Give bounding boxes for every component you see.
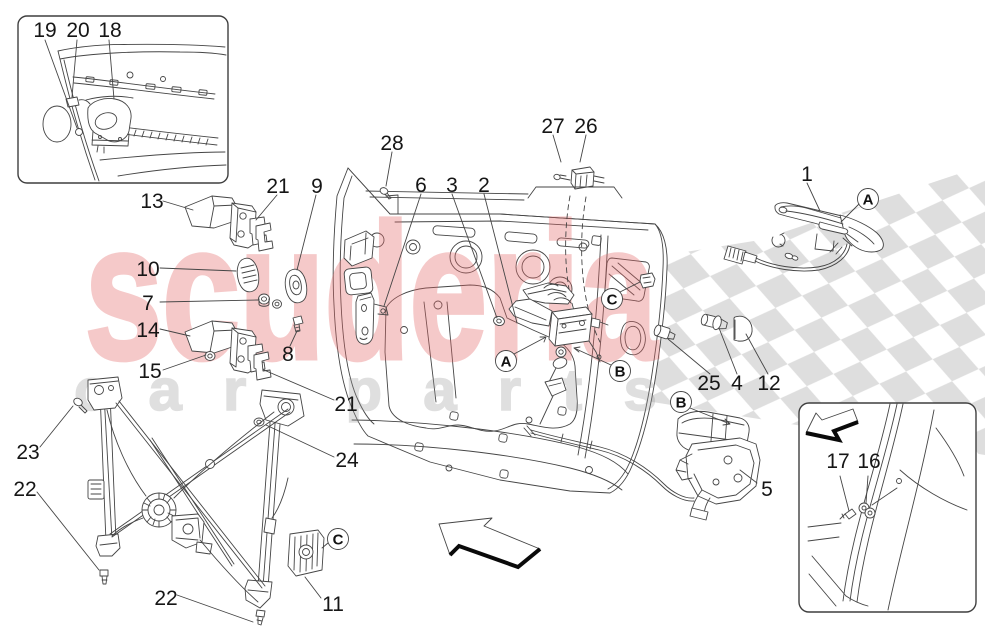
svg-text:25: 25 bbox=[697, 372, 720, 395]
svg-text:B: B bbox=[615, 364, 626, 381]
svg-text:1: 1 bbox=[801, 163, 813, 186]
svg-text:C: C bbox=[607, 292, 618, 309]
svg-text:5: 5 bbox=[761, 478, 773, 501]
svg-text:4: 4 bbox=[731, 372, 743, 395]
svg-text:10: 10 bbox=[136, 258, 159, 281]
svg-text:22: 22 bbox=[13, 478, 36, 501]
svg-text:B: B bbox=[676, 395, 687, 412]
svg-text:18: 18 bbox=[98, 19, 121, 42]
svg-text:22: 22 bbox=[154, 587, 177, 610]
svg-text:19: 19 bbox=[33, 19, 56, 42]
svg-text:17: 17 bbox=[826, 450, 849, 473]
svg-text:12: 12 bbox=[757, 372, 780, 395]
svg-text:21: 21 bbox=[266, 175, 289, 198]
svg-text:car parts: car parts bbox=[74, 358, 698, 423]
svg-text:3: 3 bbox=[446, 174, 458, 197]
svg-text:24: 24 bbox=[335, 449, 359, 472]
svg-text:21: 21 bbox=[334, 393, 357, 416]
svg-text:9: 9 bbox=[311, 175, 323, 198]
svg-text:6: 6 bbox=[415, 174, 427, 197]
svg-text:8: 8 bbox=[282, 343, 294, 366]
svg-text:14: 14 bbox=[136, 319, 160, 342]
svg-text:16: 16 bbox=[857, 450, 880, 473]
svg-text:C: C bbox=[333, 532, 344, 549]
svg-text:15: 15 bbox=[138, 360, 161, 383]
svg-text:2: 2 bbox=[478, 174, 490, 197]
svg-text:13: 13 bbox=[140, 190, 163, 213]
svg-text:27: 27 bbox=[541, 115, 564, 138]
svg-text:23: 23 bbox=[16, 441, 39, 464]
svg-text:26: 26 bbox=[574, 115, 597, 138]
svg-text:28: 28 bbox=[380, 132, 403, 155]
svg-text:11: 11 bbox=[322, 593, 344, 616]
svg-text:A: A bbox=[501, 354, 512, 371]
svg-text:A: A bbox=[863, 192, 874, 209]
svg-text:20: 20 bbox=[66, 19, 89, 42]
svg-text:7: 7 bbox=[142, 292, 154, 315]
